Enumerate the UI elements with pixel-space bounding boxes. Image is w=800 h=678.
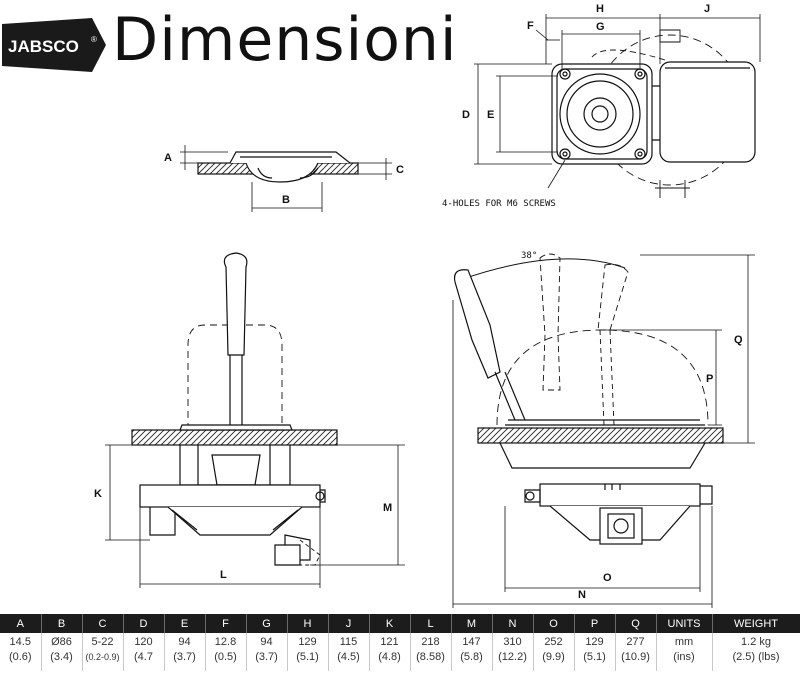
header-cell-o: O — [533, 614, 575, 633]
registered-mark: ® — [91, 35, 97, 44]
header-cell-b: B — [41, 614, 83, 633]
value-cell-b: Ø86(3.4) — [41, 633, 83, 671]
header-cell-e: E — [164, 614, 206, 633]
value-cell-l: 218(8.58) — [410, 633, 452, 671]
dimension-label-l: L — [220, 569, 227, 581]
value-cell-q: 277(10.9) — [615, 633, 657, 671]
table-row: 14.5(0.6) Ø86(3.4) 5-22(0.2-0.9) 120(4.7… — [0, 633, 800, 671]
value-cell-units: mm(ins) — [656, 633, 713, 671]
jabsco-logo: JABSCO ® — [2, 18, 106, 72]
header-cell-c: C — [82, 614, 124, 633]
angle-note: 38° — [521, 251, 537, 261]
header-cell-weight: WEIGHT — [712, 614, 800, 633]
value-cell-a: 14.5(0.6) — [0, 633, 42, 671]
dimension-label-b: B — [282, 194, 290, 206]
dimension-label-e: E — [487, 109, 494, 121]
value-cell-n: 310(12.2) — [492, 633, 534, 671]
header-cell-a: A — [0, 614, 42, 633]
dimension-label-p: P — [706, 373, 713, 385]
dimension-label-f: F — [527, 20, 534, 32]
header-cell-l: L — [410, 614, 452, 633]
logo-text: JABSCO — [8, 37, 79, 56]
dimension-label-d: D — [462, 109, 470, 121]
value-cell-weight: 1.2 kg(2.5) (lbs) — [712, 633, 800, 671]
header-cell-units: UNITS — [656, 614, 713, 633]
dimension-label-q: Q — [734, 334, 743, 346]
value-cell-f: 12.8(0.5) — [205, 633, 247, 671]
value-cell-k: 121(4.8) — [369, 633, 411, 671]
table-header-row: A B C D E F G H J K L M N O P Q UNITS WE… — [0, 614, 800, 633]
dimension-label-o: O — [603, 572, 612, 584]
value-cell-j: 115(4.5) — [328, 633, 370, 671]
dimension-label-a: A — [164, 152, 172, 164]
dimension-label-g: G — [596, 21, 605, 33]
header-cell-h: H — [287, 614, 329, 633]
holes-note: 4-HOLES FOR M6 SCREWS — [442, 199, 556, 209]
side-view — [452, 253, 755, 608]
dimension-label-c: C — [396, 164, 404, 176]
header-cell-n: N — [492, 614, 534, 633]
header-cell-j: J — [328, 614, 370, 633]
header-cell-d: D — [123, 614, 165, 633]
dimension-label-h: H — [596, 3, 604, 15]
header-cell-f: F — [205, 614, 247, 633]
dimension-label-k: K — [94, 488, 102, 500]
value-cell-m: 147(5.8) — [451, 633, 493, 671]
front-view — [105, 252, 405, 588]
header-cell-g: G — [246, 614, 288, 633]
header-cell-q: Q — [615, 614, 657, 633]
header-cell-k: K — [369, 614, 411, 633]
value-cell-o: 252(9.9) — [533, 633, 575, 671]
value-cell-p: 129(5.1) — [574, 633, 616, 671]
header-cell-p: P — [574, 614, 616, 633]
value-cell-d: 120(4.7 — [123, 633, 165, 671]
header-cell-m: M — [451, 614, 493, 633]
page-title: Dimensioni — [112, 5, 458, 75]
side-section-view — [180, 145, 392, 212]
value-cell-c: 5-22(0.2-0.9) — [82, 633, 124, 671]
value-cell-g: 94(3.7) — [246, 633, 288, 671]
technical-drawing: A B C — [94, 3, 761, 608]
dimension-label-j: J — [704, 3, 710, 15]
dimensions-table: A B C D E F G H J K L M N O P Q UNITS WE… — [0, 614, 800, 671]
value-cell-h: 129(5.1) — [287, 633, 329, 671]
dimension-label-n: N — [578, 589, 586, 601]
dimension-label-m: M — [383, 502, 392, 514]
value-cell-e: 94(3.7) — [164, 633, 206, 671]
top-view — [474, 14, 761, 198]
